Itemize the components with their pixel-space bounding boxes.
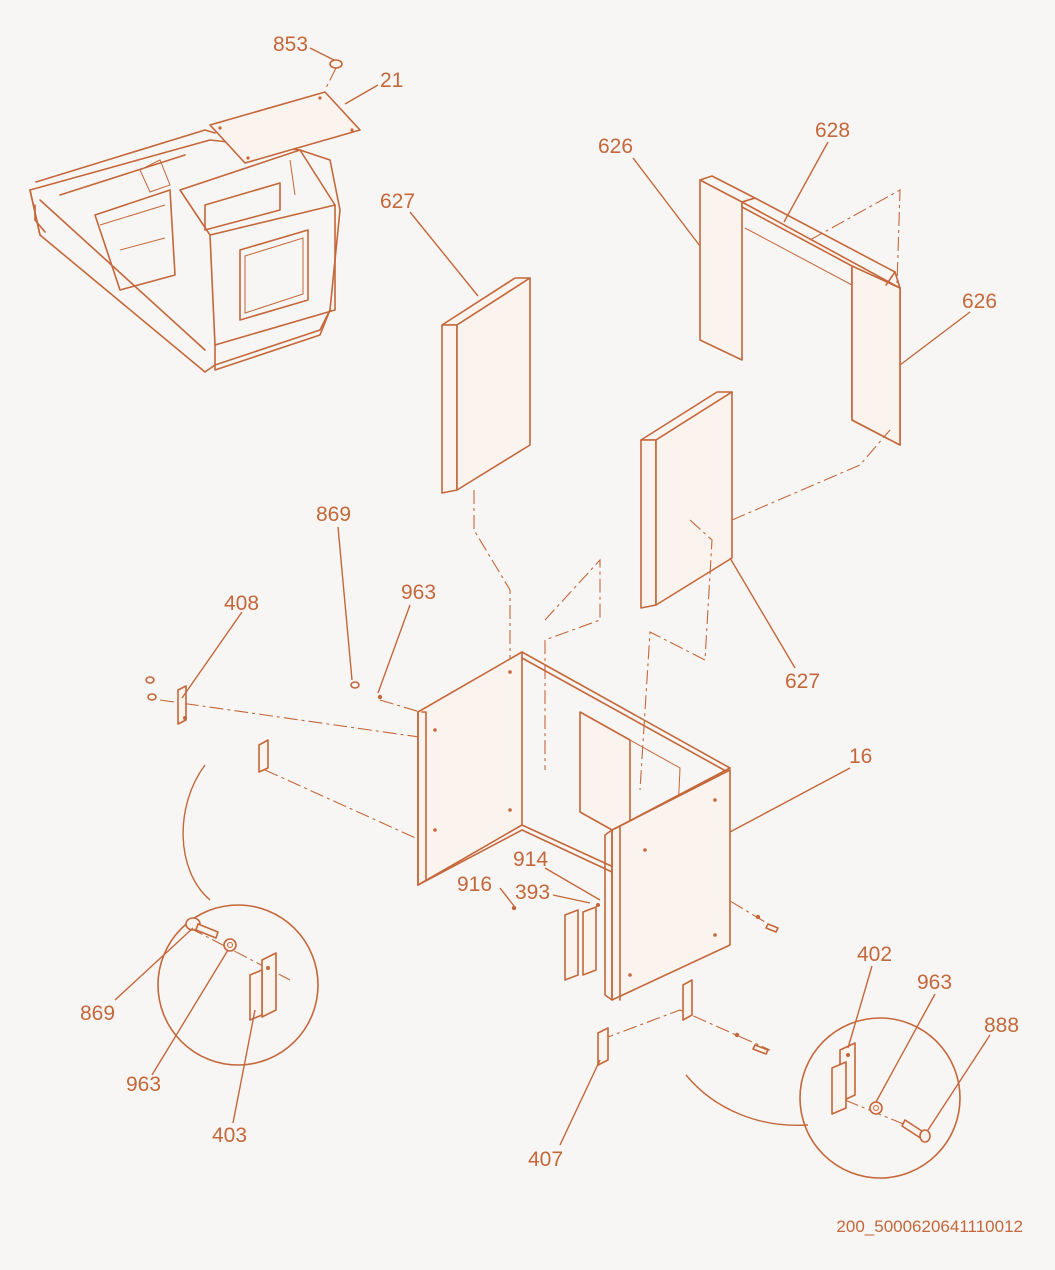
callout-393: 393 <box>515 881 550 904</box>
callout-leaders <box>114 47 991 1146</box>
side-panel-627-right <box>640 391 733 609</box>
callout-21: 21 <box>380 69 403 92</box>
callout-627-top: 627 <box>380 190 415 213</box>
callout-963-detail: 963 <box>126 1073 161 1096</box>
callout-16: 16 <box>849 745 872 768</box>
callout-869-top: 869 <box>316 503 351 526</box>
callout-626-right: 626 <box>962 290 997 313</box>
callout-407: 407 <box>528 1148 563 1171</box>
callout-628: 628 <box>815 119 850 142</box>
drawing-code: 200_5000620641110012 <box>836 1217 1023 1236</box>
callout-408: 408 <box>224 592 259 615</box>
callout-916: 916 <box>457 873 492 896</box>
callout-626-left: 626 <box>598 135 633 158</box>
callout-963-detail2: 963 <box>917 971 952 994</box>
frame-626-628 <box>699 175 901 446</box>
callout-labels: 853 21 627 626 628 626 869 963 408 627 1… <box>80 33 1019 1171</box>
hinge-bracket-407 <box>597 1027 609 1066</box>
callout-403: 403 <box>212 1124 247 1147</box>
callout-869-detail: 869 <box>80 1002 115 1025</box>
callout-888: 888 <box>984 1014 1019 1037</box>
base-cabinet-16 <box>417 651 731 1001</box>
callout-627-right: 627 <box>785 670 820 693</box>
machine-frame-assembly <box>29 59 361 373</box>
callout-853: 853 <box>273 33 308 56</box>
detail-view-right <box>685 1017 961 1179</box>
callout-963-top: 963 <box>401 581 436 604</box>
detail-view-left <box>157 764 319 1066</box>
side-panel-627-top <box>441 277 531 494</box>
hinge-bracket-408 <box>145 676 187 725</box>
small-parts-914-916 <box>511 903 600 911</box>
screw-869-top <box>350 681 383 700</box>
screw-888-lower <box>734 914 779 1055</box>
hinge-plate-lower <box>682 979 693 1021</box>
callout-914: 914 <box>513 848 548 871</box>
hinge-plate-upper <box>258 739 269 773</box>
callout-402: 402 <box>857 943 892 966</box>
